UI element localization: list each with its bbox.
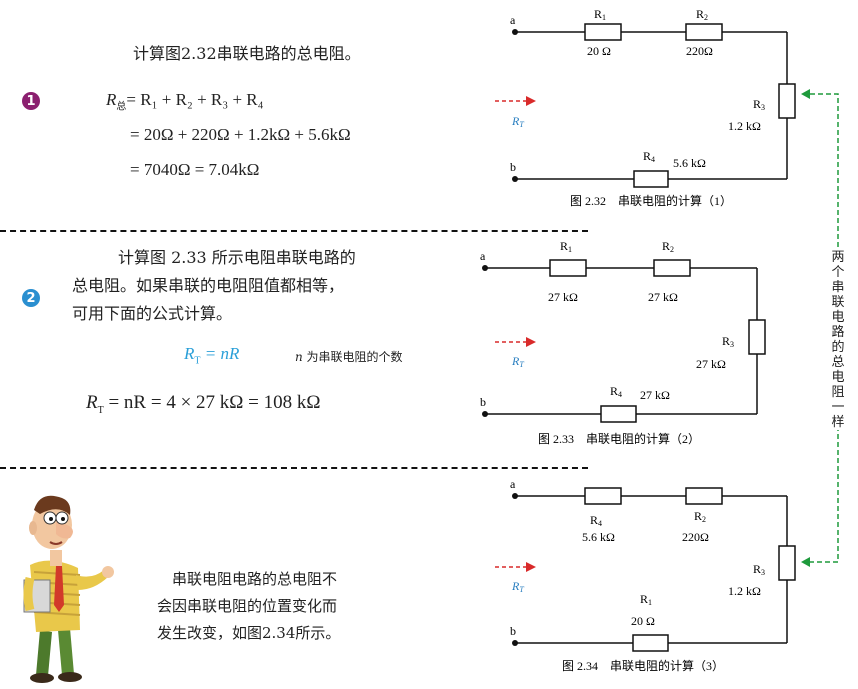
- note-line-1: 串联电阻电路的总电阻不: [172, 570, 338, 588]
- resistor-r1: [632, 634, 669, 652]
- terminal-a: [512, 29, 518, 35]
- example-1-equation-line-1: R总= R₁ + R₂ + R₃ + R₄: [106, 90, 264, 112]
- eq-lhs: R: [106, 90, 117, 109]
- bracket-arrow-top: [801, 89, 810, 99]
- resistor-r4: [633, 170, 669, 188]
- r3-value: 1.2 kΩ: [728, 119, 761, 133]
- formula-lhs-sub: T: [194, 355, 201, 367]
- resistor-r4: [584, 487, 622, 505]
- r2-name: R2: [662, 239, 674, 254]
- terminal-a: [512, 493, 518, 499]
- resistor-r3: [778, 83, 796, 119]
- example-2-text-line-2: 总电阻。如果串联的电阻阻值都相等，: [72, 276, 345, 295]
- resistor-r2: [685, 487, 723, 505]
- caption-2-32: 图 2.32 串联电阻的计算（1）: [570, 193, 732, 208]
- r4-value: 5.6 kΩ: [582, 530, 615, 544]
- resistor-r2: [653, 259, 691, 277]
- rt-arrow-head: [526, 96, 536, 106]
- side-label: 两个串联电路的总电阻一样: [830, 250, 846, 430]
- example-2-text-line-1: 计算图 2.33 所示电阻串联电路的: [118, 248, 356, 267]
- example-2-result: RT = nR = 4 × 27 kΩ = 108 kΩ: [86, 392, 321, 416]
- r1-name: R1: [560, 239, 572, 254]
- r2-name: R2: [694, 509, 706, 524]
- r3-name: R3: [722, 334, 734, 349]
- divider-1: [0, 230, 588, 232]
- comparison-bracket: [801, 89, 839, 567]
- formula-lhs: R: [184, 344, 195, 363]
- label-b: b: [510, 160, 516, 174]
- resistor-r4: [600, 405, 637, 423]
- resistor-r1: [549, 259, 587, 277]
- example-2-badge: 2: [22, 289, 40, 307]
- rt-label: RT: [511, 579, 524, 594]
- note-line-2: 会因串联电阻的位置变化而: [157, 597, 338, 615]
- rt-label: RT: [511, 114, 524, 129]
- resistor-r3: [778, 545, 796, 581]
- r4-name: R4: [610, 384, 622, 399]
- note-var: n: [295, 350, 303, 364]
- note-line-3: 发生改变，如图2.34所示。: [157, 624, 341, 642]
- r1-name: R1: [640, 592, 652, 607]
- result-lhs-sub: T: [97, 404, 104, 416]
- example-2-formula-note: n 为串联电阻的个数: [295, 348, 403, 365]
- label-a: a: [510, 477, 516, 491]
- resistor-r2: [685, 23, 723, 41]
- r4-value: 27 kΩ: [640, 388, 670, 402]
- example-1-badge: 1: [22, 92, 40, 110]
- label-a: a: [510, 13, 516, 27]
- r2-value: 27 kΩ: [648, 290, 678, 304]
- divider-2: [0, 467, 588, 469]
- terminal-a: [482, 265, 488, 271]
- example-1-equation-line-2: = 20Ω + 220Ω + 1.2kΩ + 5.6kΩ: [130, 125, 351, 144]
- example-2-formula: RT = nR: [184, 344, 239, 366]
- r1-value: 20 Ω: [631, 614, 655, 628]
- result-lhs: R: [86, 392, 98, 413]
- eq-rhs: = R₁ + R₂ + R₃ + R₄: [126, 90, 264, 109]
- bracket-arrow-bottom: [801, 557, 810, 567]
- r3-name: R3: [753, 562, 765, 577]
- r1-value: 20 Ω: [587, 44, 611, 58]
- r4-name: R4: [643, 149, 655, 164]
- rt-label: RT: [511, 354, 524, 369]
- formula-rhs: = nR: [200, 344, 240, 363]
- circuit-2-33: a b R1 27 kΩ R2 27 kΩ R3 27 kΩ R4 27 kΩ …: [480, 239, 766, 446]
- eq-lhs-sub: 总: [116, 101, 127, 113]
- label-b: b: [480, 395, 486, 409]
- r2-value: 220Ω: [682, 530, 709, 544]
- r1-name: R1: [594, 7, 606, 22]
- example-1-equation-line-3: = 7040Ω = 7.04kΩ: [130, 160, 260, 179]
- r2-name: R2: [696, 7, 708, 22]
- terminal-b: [482, 411, 488, 417]
- note-text: 为串联电阻的个数: [302, 350, 403, 364]
- r4-value: 5.6 kΩ: [673, 156, 706, 170]
- circuit-2-34: a b R4 5.6 kΩ R2 220Ω R3 1.2 kΩ R1 20 Ω …: [495, 477, 796, 673]
- result-rhs: = nR = 4 × 27 kΩ = 108 kΩ: [103, 392, 321, 413]
- rt-arrow-head: [526, 337, 536, 347]
- r2-value: 220Ω: [686, 44, 713, 58]
- r3-name: R3: [753, 97, 765, 112]
- example-1-title: 计算图2.32串联电路的总电阻。: [133, 44, 361, 63]
- r4-name: R4: [590, 513, 602, 528]
- r1-value: 27 kΩ: [548, 290, 578, 304]
- circuit-2-32: a b R1 20 Ω R2 220Ω R3 1.2 kΩ R4 5.6 kΩ …: [495, 7, 796, 208]
- terminal-b: [512, 176, 518, 182]
- r3-value: 27 kΩ: [696, 357, 726, 371]
- resistor-r1: [584, 23, 622, 41]
- label-a: a: [480, 249, 486, 263]
- terminal-b: [512, 640, 518, 646]
- rt-arrow-head: [526, 562, 536, 572]
- example-2-text-line-3: 可用下面的公式计算。: [72, 304, 233, 323]
- caption-2-34: 图 2.34 串联电阻的计算（3）: [562, 658, 724, 673]
- r3-value: 1.2 kΩ: [728, 584, 761, 598]
- caption-2-33: 图 2.33 串联电阻的计算（2）: [538, 431, 700, 446]
- cartoon-man-illustration: [23, 495, 114, 683]
- resistor-r3: [748, 319, 766, 355]
- label-b: b: [510, 624, 516, 638]
